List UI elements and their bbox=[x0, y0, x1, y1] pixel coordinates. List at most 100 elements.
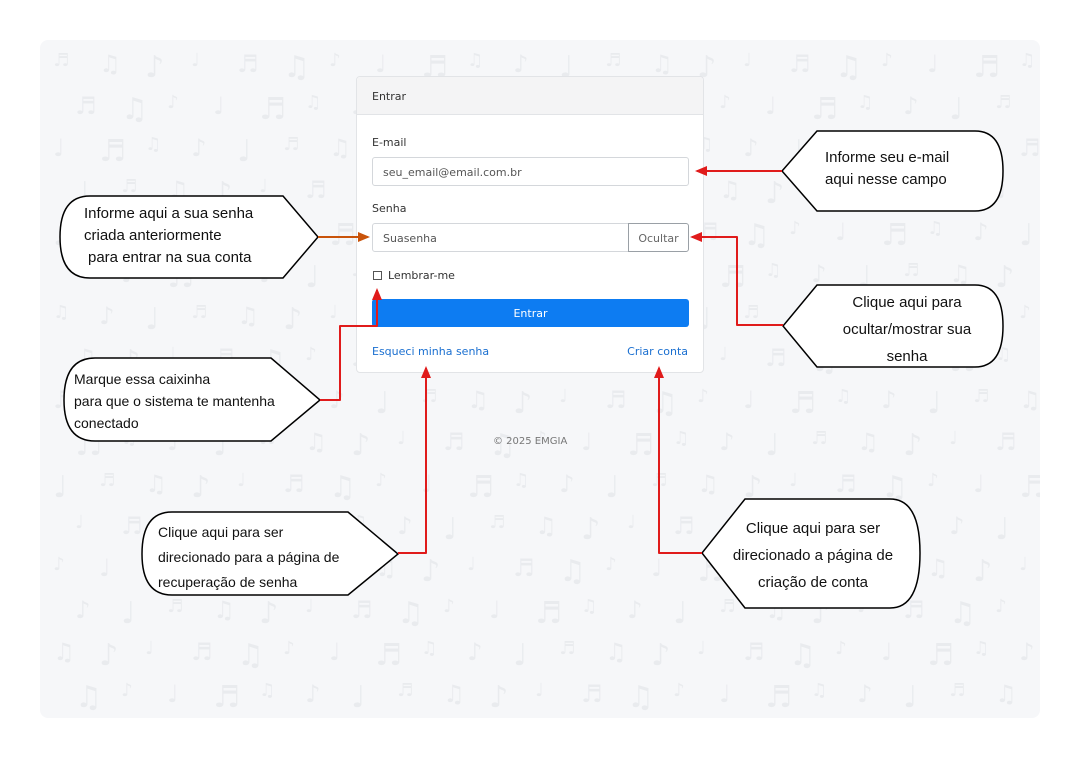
music-note-decoration: ♩ bbox=[559, 386, 568, 407]
music-note-decoration: ♪ bbox=[489, 680, 509, 715]
music-note-decoration: ♬ bbox=[213, 680, 241, 715]
music-note-decoration: ♫ bbox=[489, 428, 517, 463]
music-note-decoration: ♪ bbox=[305, 680, 321, 708]
music-note-decoration: ♩ bbox=[167, 344, 176, 365]
music-note-decoration: ♪ bbox=[397, 512, 413, 540]
music-note-decoration: ♪ bbox=[857, 680, 873, 708]
music-note-decoration: ♪ bbox=[719, 92, 731, 113]
music-note-decoration: ♪ bbox=[743, 134, 759, 162]
callout-line: Informe seu e-mail bbox=[825, 149, 950, 166]
music-note-decoration: ♬ bbox=[191, 302, 208, 323]
music-note-decoration: ♩ bbox=[99, 554, 111, 582]
music-note-decoration: ♪ bbox=[305, 344, 317, 365]
music-note-decoration: ♩ bbox=[75, 512, 84, 533]
music-note-decoration: ♬ bbox=[605, 386, 627, 414]
music-note-decoration: ♬ bbox=[513, 554, 535, 582]
card-header: Entrar bbox=[357, 77, 703, 115]
callout-line: conectado bbox=[74, 415, 139, 431]
music-note-decoration: ♫ bbox=[673, 428, 690, 449]
music-note-decoration: ♬ bbox=[835, 470, 857, 498]
music-note-decoration: ♩ bbox=[903, 680, 918, 715]
music-note-decoration: ♪ bbox=[191, 470, 211, 505]
music-note-decoration: ♩ bbox=[237, 470, 246, 491]
music-note-decoration: ♬ bbox=[581, 680, 603, 708]
music-note-decoration: ♫ bbox=[329, 134, 351, 162]
music-note-decoration: ♬ bbox=[789, 386, 817, 421]
music-note-decoration: ♬ bbox=[375, 638, 403, 673]
music-note-decoration: ♪ bbox=[835, 638, 847, 659]
music-note-decoration: ♫ bbox=[1019, 386, 1040, 414]
password-input[interactable]: Suasenha bbox=[372, 223, 629, 252]
music-note-decoration: ♩ bbox=[145, 638, 154, 659]
music-note-decoration: ♫ bbox=[99, 50, 121, 78]
music-note-decoration: ♩ bbox=[467, 554, 476, 575]
music-note-decoration: ♬ bbox=[259, 92, 287, 127]
music-note-decoration: ♬ bbox=[811, 428, 828, 449]
music-note-decoration: ♬ bbox=[973, 50, 1001, 85]
music-note-decoration: ♬ bbox=[99, 134, 127, 169]
music-note-decoration: ♩ bbox=[513, 638, 528, 673]
music-note-decoration: ♩ bbox=[927, 50, 939, 78]
music-note-decoration: ♫ bbox=[467, 50, 484, 71]
callout-toggle: Clique aqui para ocultar/mostrar sua sen… bbox=[818, 289, 996, 370]
music-note-decoration: ♬ bbox=[927, 638, 955, 673]
callout-password-shape bbox=[59, 195, 319, 279]
toggle-password-button[interactable]: Ocultar bbox=[628, 223, 689, 252]
music-note-decoration: ♩ bbox=[191, 50, 200, 71]
callout-password: Informe aqui a sua senha criada anterior… bbox=[84, 203, 253, 269]
music-note-decoration: ♪ bbox=[627, 596, 643, 624]
music-note-decoration: ♪ bbox=[99, 638, 119, 673]
music-note-decoration: ♬ bbox=[995, 92, 1012, 113]
music-note-decoration: ♫ bbox=[627, 680, 655, 715]
music-note-decoration: ♪ bbox=[329, 50, 341, 71]
music-note-decoration: ♪ bbox=[1019, 638, 1035, 666]
remember-label[interactable]: Lembrar-me bbox=[388, 269, 455, 282]
music-note-decoration: ♬ bbox=[881, 218, 909, 253]
arrow-forgot bbox=[398, 366, 431, 554]
music-note-decoration: ♩ bbox=[881, 638, 893, 666]
callout-line: para que o sistema te mantenha bbox=[74, 393, 275, 409]
music-note-decoration: ♬ bbox=[305, 176, 327, 204]
callout-line: direcionado para a página de bbox=[158, 549, 340, 565]
music-note-decoration: ♪ bbox=[421, 554, 441, 589]
music-note-decoration: ♪ bbox=[99, 302, 115, 330]
music-note-decoration: ♪ bbox=[375, 470, 387, 491]
music-note-decoration: ♬ bbox=[191, 638, 213, 666]
music-note-decoration: ♬ bbox=[1019, 134, 1040, 162]
music-note-decoration: ♫ bbox=[145, 134, 162, 155]
music-note-decoration: ♬ bbox=[743, 302, 760, 323]
music-note-decoration: ♫ bbox=[811, 680, 828, 701]
music-note-decoration: ♪ bbox=[191, 134, 207, 162]
callout-line: criada anteriormente bbox=[84, 227, 222, 244]
music-note-decoration: ♪ bbox=[903, 428, 923, 463]
music-note-decoration: ♩ bbox=[927, 386, 942, 421]
music-note-decoration: ♫ bbox=[283, 50, 311, 85]
music-note-decoration: ♬ bbox=[167, 596, 184, 617]
music-note-decoration: ♪ bbox=[53, 554, 65, 575]
callout-line: recuperação de senha bbox=[158, 574, 298, 590]
music-note-decoration: ♩ bbox=[835, 218, 847, 246]
music-note-decoration: ♬ bbox=[995, 428, 1017, 456]
music-note-decoration: ♫ bbox=[467, 386, 489, 414]
login-button[interactable]: Entrar bbox=[372, 299, 689, 327]
music-note-decoration: ♬ bbox=[605, 50, 622, 71]
email-input[interactable]: seu_email@email.com.br bbox=[372, 157, 689, 186]
music-note-decoration: ♩ bbox=[375, 386, 390, 421]
callout-line: Informe aqui a sua senha bbox=[84, 205, 254, 222]
music-note-decoration: ♩ bbox=[535, 680, 544, 701]
remember-checkbox[interactable] bbox=[373, 271, 382, 280]
create-account-link[interactable]: Criar conta bbox=[627, 345, 688, 358]
music-note-decoration: ♩ bbox=[949, 428, 958, 449]
music-note-decoration: ♫ bbox=[605, 638, 627, 666]
forgot-password-link[interactable]: Esqueci minha senha bbox=[372, 345, 490, 358]
music-note-decoration: ♪ bbox=[283, 638, 295, 659]
music-note-decoration: ♪ bbox=[467, 638, 483, 666]
music-note-decoration: ♫ bbox=[259, 680, 276, 701]
music-note-decoration: ♪ bbox=[513, 50, 529, 78]
music-note-decoration: ♪ bbox=[973, 218, 989, 246]
music-note-decoration: ♪ bbox=[605, 554, 617, 575]
music-note-decoration: ♪ bbox=[351, 428, 371, 463]
music-note-decoration: ♩ bbox=[305, 260, 320, 295]
music-note-decoration: ♩ bbox=[167, 680, 179, 708]
